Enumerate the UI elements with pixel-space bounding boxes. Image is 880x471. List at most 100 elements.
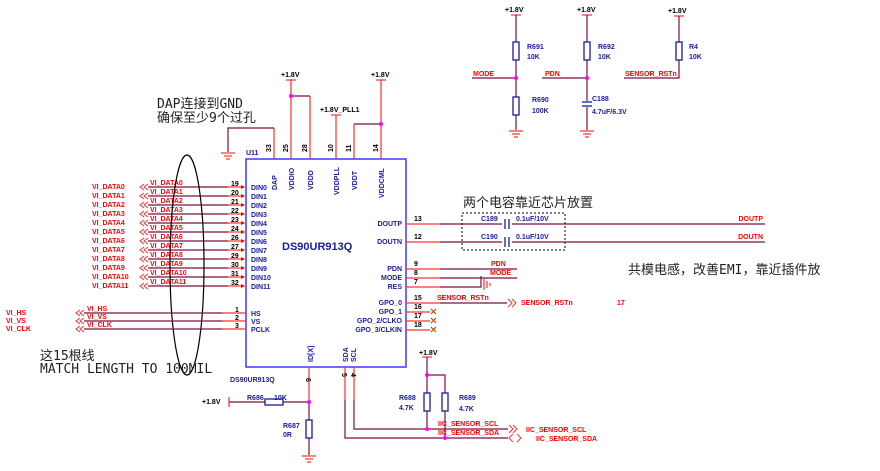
net-label-wire[interactable]: VI_DATA0 <box>150 180 183 187</box>
net-label-left[interactable]: VI_DATA9 <box>92 265 125 272</box>
net-label-wire[interactable]: VI_CLK <box>87 322 112 329</box>
net-pdn-pullup[interactable]: PDN <box>545 71 560 78</box>
net-scl-label[interactable]: IIC_SENSOR_SCL <box>438 421 499 428</box>
net-label-left[interactable]: VI_DATA8 <box>92 256 125 263</box>
net-sensor-rst-label[interactable]: SENSOR_RSTn <box>437 295 489 302</box>
net-label-left[interactable]: VI_DATA10 <box>92 274 129 281</box>
capacitor-c190[interactable] <box>504 237 510 247</box>
chip-body[interactable] <box>245 158 407 368</box>
power-label-r686: +1.8V <box>202 399 221 406</box>
r686-value: 10K <box>274 395 287 402</box>
net-sda-label[interactable]: IIC_SENSOR_SDA <box>438 430 499 437</box>
net-label-left[interactable]: VI_DATA6 <box>92 238 125 245</box>
capacitor-c188[interactable] <box>582 101 592 107</box>
net-doutn[interactable]: DOUTN <box>738 234 763 241</box>
resistor-r692[interactable] <box>583 41 591 61</box>
chip-part-bottom: DS90UR913Q <box>230 377 275 384</box>
net-label-wire[interactable]: VI_DATA5 <box>150 225 183 232</box>
net-label-wire[interactable]: VI_DATA2 <box>150 198 183 205</box>
c189-value: 0.1uF/10V <box>516 216 549 223</box>
pin-num-14: 14 <box>373 144 380 152</box>
power-label-i2c: +1.8V <box>419 350 438 357</box>
net-label-wire[interactable]: VI_DATA11 <box>150 279 186 286</box>
ground-symbol <box>221 152 235 160</box>
net-label-left[interactable]: VI_DATA7 <box>92 247 125 254</box>
top-pins: 33 DAP 25 VDDIO 28 VDDD 10 VDDPLL 11 VDD… <box>266 80 386 198</box>
net-label-wire[interactable]: VI_DATA4 <box>150 216 183 223</box>
resistor-r688[interactable] <box>423 392 431 412</box>
net-label-wire[interactable]: VI_HS <box>87 306 108 313</box>
pin-name: DIN4 <box>251 221 267 228</box>
net-sensor-rst-offpage[interactable]: SENSOR_RSTn <box>521 300 573 307</box>
net-label-left[interactable]: VI_DATA5 <box>92 229 125 236</box>
ground-symbol <box>509 130 523 138</box>
net-label-wire[interactable]: VI_DATA9 <box>150 261 183 268</box>
note-cm-choke: 共模电感，改善EMI，靠近插件放 <box>628 262 820 278</box>
pin-name-gpo0: GPO_0 <box>379 300 402 307</box>
net-label-wire[interactable]: VI_DATA1 <box>150 189 183 196</box>
pin-name-sda: SDA <box>343 347 350 362</box>
pin-name-gpo1: GPO_1 <box>379 309 402 316</box>
net-scl-offpage[interactable]: IIC_SENSOR_SCL <box>526 427 587 434</box>
pin-name: DIN9 <box>251 266 267 273</box>
net-label-wire[interactable]: VI_DATA3 <box>150 207 183 214</box>
c190-value: 0.1uF/10V <box>516 234 549 241</box>
junction <box>307 400 311 404</box>
offpage-connector-icon <box>507 298 517 308</box>
net-pdn-label[interactable]: PDN <box>491 261 506 268</box>
pin-num: 3 <box>235 323 239 330</box>
net-label-wire[interactable]: VI_DATA8 <box>150 252 183 259</box>
resistor-r690[interactable] <box>512 96 520 116</box>
resistor-r686[interactable] <box>264 398 284 406</box>
pin-num: 20 <box>231 190 239 197</box>
junction <box>443 436 447 440</box>
net-sda-offpage[interactable]: IIC_SENSOR_SDA <box>536 436 597 443</box>
capacitor-c189[interactable] <box>504 219 510 229</box>
resistor-r687[interactable] <box>305 419 313 439</box>
r4-value: 10K <box>689 54 702 61</box>
offpage-connector-icon <box>139 192 149 200</box>
net-label-left[interactable]: VI_HS <box>6 310 27 317</box>
net-label-wire[interactable]: VI_VS <box>87 314 107 321</box>
resistor-r691[interactable] <box>512 41 520 61</box>
stray-label-17: 17 <box>617 300 625 307</box>
offpage-connector-icon <box>139 255 149 263</box>
c189-ref: C189 <box>481 216 498 223</box>
pin-num-33: 33 <box>266 144 273 152</box>
net-label-left[interactable]: VI_CLK <box>6 326 31 333</box>
chip-part: DS90UR913Q <box>282 241 353 253</box>
net-label-left[interactable]: VI_DATA0 <box>92 184 125 191</box>
net-label-left[interactable]: VI_DATA4 <box>92 220 125 227</box>
r688-ref: R688 <box>399 395 416 402</box>
pin-name-vddcml: VDDCML <box>379 167 386 198</box>
net-label-left[interactable]: VI_DATA3 <box>92 211 125 218</box>
ground-symbol <box>483 279 491 290</box>
r690-value: 100K <box>532 108 549 115</box>
net-label-left[interactable]: VI_VS <box>6 318 26 325</box>
power-label-r692: +1.8V <box>577 7 596 14</box>
resistor-r4[interactable] <box>675 41 683 61</box>
pin-name-vddd: VDDD <box>308 170 315 190</box>
offpage-connector-icon <box>139 228 149 236</box>
net-label-wire[interactable]: VI_DATA10 <box>150 270 187 277</box>
offpage-connector-icon <box>75 309 85 317</box>
pin-num-16: 16 <box>414 304 422 311</box>
net-label-left[interactable]: VI_DATA11 <box>92 283 128 290</box>
net-mode-label[interactable]: MODE <box>490 270 511 277</box>
net-doutp[interactable]: DOUTP <box>739 216 764 223</box>
pin-name: DIN1 <box>251 194 267 201</box>
net-label-left[interactable]: VI_DATA2 <box>92 202 125 209</box>
r688-value: 4.7K <box>399 405 414 412</box>
net-mode-pullup[interactable]: MODE <box>473 71 494 78</box>
net-sensor-rst-pullup[interactable]: SENSOR_RSTn <box>625 71 677 78</box>
pin-name: PCLK <box>251 327 270 334</box>
resistor-r689[interactable] <box>441 392 449 412</box>
net-label-wire[interactable]: VI_DATA7 <box>150 243 183 250</box>
net-label-left[interactable]: VI_DATA1 <box>92 193 125 200</box>
r692-ref: R692 <box>598 44 615 51</box>
net-label-wire[interactable]: VI_DATA6 <box>150 234 183 241</box>
